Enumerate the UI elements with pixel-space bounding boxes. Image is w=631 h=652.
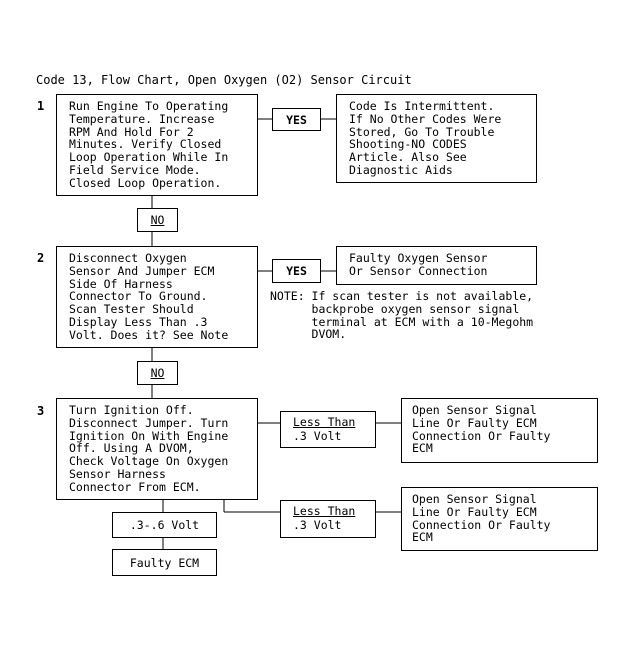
step-1-yes-result-text: Code Is Intermittent. If No Other Codes … xyxy=(349,99,502,177)
step-3-branch-1-condition-rest: .3 Volt xyxy=(293,429,342,443)
page-title: Code 13, Flow Chart, Open Oxygen (O2) Se… xyxy=(36,73,412,87)
step-2-yes-result-box: Faulty Oxygen Sensor Or Sensor Connectio… xyxy=(336,246,537,285)
step-3-range-label: .3-.6 Volt xyxy=(112,512,217,538)
step-2-text: Disconnect Oxygen Sensor And Jumper ECM … xyxy=(69,251,229,342)
step-2-box: Disconnect Oxygen Sensor And Jumper ECM … xyxy=(56,246,258,348)
step-3-range-result: Faulty ECM xyxy=(112,549,217,576)
step-3-branch-2-condition-underlined: Less Than xyxy=(293,504,356,518)
step-3-branch-2-result-text: Open Sensor Signal Line Or Faulty ECM Co… xyxy=(412,492,551,545)
step-number-1: 1 xyxy=(37,99,45,113)
step-number-3: 3 xyxy=(37,404,45,418)
step-1-yes-label: YES xyxy=(272,108,321,131)
step-3-branch-2-condition-box: Less Than .3 Volt xyxy=(280,500,376,538)
step-number-2: 2 xyxy=(37,251,45,265)
step-3-box: Turn Ignition Off. Disconnect Jumper. Tu… xyxy=(56,398,258,500)
step-3-branch-2-result-box: Open Sensor Signal Line Or Faulty ECM Co… xyxy=(401,487,598,551)
step-2-yes-result-text: Faulty Oxygen Sensor Or Sensor Connectio… xyxy=(349,251,488,278)
step-3-branch-1-condition-underlined: Less Than xyxy=(293,415,356,429)
step-2-note: NOTE: If scan tester is not available, b… xyxy=(270,289,534,342)
step-1-yes-result-box: Code Is Intermittent. If No Other Codes … xyxy=(336,94,537,183)
step-1-box: Run Engine To Operating Temperature. Inc… xyxy=(56,94,258,196)
step-3-branch-1-result-text: Open Sensor Signal Line Or Faulty ECM Co… xyxy=(412,403,551,456)
step-1-text: Run Engine To Operating Temperature. Inc… xyxy=(69,99,229,190)
step-3-text: Turn Ignition Off. Disconnect Jumper. Tu… xyxy=(69,403,229,494)
step-3-branch-1-condition-box: Less Than .3 Volt xyxy=(280,411,376,448)
step-3-branch-2-condition-rest: .3 Volt xyxy=(293,518,342,532)
step-3-branch-1-result-box: Open Sensor Signal Line Or Faulty ECM Co… xyxy=(401,398,598,463)
step-2-no-label: NO xyxy=(137,361,178,385)
step-2-yes-label: YES xyxy=(272,259,321,283)
step-1-no-label: NO xyxy=(137,208,178,232)
